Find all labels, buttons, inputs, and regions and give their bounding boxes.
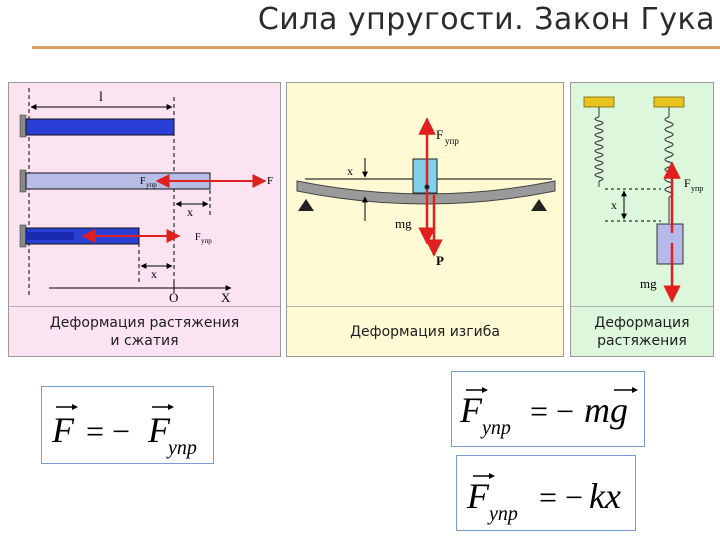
caption-bending: Деформация изгиба [287, 306, 563, 356]
force-label: F [267, 175, 273, 187]
svg-text:упр: упр [487, 503, 518, 525]
weight-force-label: mg [395, 216, 412, 231]
svg-text:kx: kx [589, 476, 621, 516]
svg-text:упр: упр [445, 136, 459, 146]
svg-text:упр: упр [166, 437, 197, 459]
formula-weight-balance: F упр = − mg [451, 371, 645, 447]
spring-relaxed [594, 116, 604, 182]
support-left [298, 199, 314, 211]
svg-text:mg: mg [584, 390, 628, 430]
svg-text:F: F [51, 410, 75, 450]
spring-elastic-label: F [684, 176, 691, 190]
hanging-mass [656, 223, 684, 265]
bending-diagram: x F упр mg P [296, 117, 556, 268]
svg-text:x: x [151, 267, 157, 281]
tension-diagram: l F упр F x F упр x O X [19, 88, 273, 305]
svg-text:= −: = − [539, 479, 583, 515]
length-label: l [99, 90, 103, 105]
svg-text:= −: = − [86, 413, 130, 449]
formula-hooke-law: F упр = − kx [456, 455, 636, 531]
svg-text:F: F [140, 176, 146, 187]
slide-title: Сила упругости. Закон Гука [257, 2, 715, 37]
svg-text:упр: упр [691, 184, 703, 193]
weight-label: P [436, 253, 444, 268]
svg-text:x: x [187, 205, 193, 219]
svg-text:F: F [195, 232, 201, 243]
svg-text:F: F [466, 476, 490, 516]
svg-text:x: x [611, 198, 617, 212]
ceiling-left [583, 96, 615, 108]
formula-third-law: F = − F упр [41, 386, 214, 464]
axis-label: X [221, 290, 231, 305]
origin-label: O [169, 290, 178, 305]
elastic-force-label: F [436, 127, 443, 142]
support-right [531, 199, 547, 211]
svg-text:x: x [347, 164, 353, 178]
spring-diagram: x F упр mg [583, 96, 703, 303]
title-underline [32, 46, 720, 49]
svg-text:F: F [147, 410, 171, 450]
spring-weight-label: mg [640, 276, 657, 291]
svg-text:упр: упр [146, 181, 157, 189]
panel-bending: x F упр mg P Деформация изгиба [286, 82, 564, 357]
svg-text:упр: упр [201, 237, 212, 245]
rod-unstretched [25, 118, 175, 136]
svg-text:F: F [459, 390, 483, 430]
svg-text:упр: упр [480, 417, 511, 439]
ceiling-right [653, 96, 685, 108]
svg-text:= −: = − [530, 393, 574, 429]
panel-tension-compression: l F упр F x F упр x O X Деформация растя… [8, 82, 281, 357]
